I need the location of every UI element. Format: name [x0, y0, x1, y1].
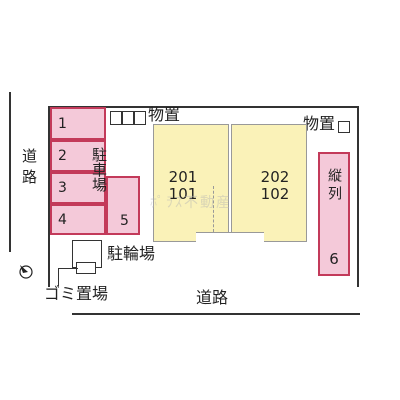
storage-box [134, 111, 146, 125]
bottom-road-label: 道路 [196, 288, 229, 307]
parallel-parking-label: 縦列 [326, 168, 342, 204]
parking-space-4: 4 [50, 204, 106, 235]
unit-201: 201 [168, 168, 198, 186]
building-right-wing [231, 124, 307, 242]
parking-label: 駐車場 [90, 147, 108, 192]
unit-101: 101 [168, 185, 198, 203]
bicycle-parking-label: 駐輪場 [107, 244, 156, 263]
parking-space-number: 1 [58, 115, 67, 132]
unit-102: 102 [260, 185, 290, 203]
parking-space-1: 1 [50, 107, 106, 140]
garbage-area-box [76, 262, 96, 274]
site-boundary [48, 106, 359, 287]
north-compass-icon [14, 260, 38, 284]
stair-divider [213, 186, 229, 232]
building-entrance-notch [196, 232, 264, 245]
garbage-leader-line [58, 268, 78, 269]
parking-space-2: 2 [50, 140, 106, 172]
parking-space-number: 5 [120, 213, 129, 229]
parking-space-number: 6 [329, 250, 339, 268]
parking-space-number: 2 [58, 148, 67, 164]
unit-left-labels: 201 101 [160, 169, 206, 203]
left-road-line [9, 92, 11, 252]
left-road-label: 道路 [20, 148, 38, 190]
garbage-area-label: ゴミ置場 [44, 284, 109, 303]
parking-space-number: 4 [58, 211, 67, 228]
storage-right-label: 物置 [303, 114, 336, 133]
building-left-wing [153, 124, 229, 242]
bottom-road-line [72, 313, 360, 315]
watermark: ﾎﾟﾗｽ不動産 [150, 195, 232, 211]
parking-space-3: 3 [50, 172, 106, 204]
storage-box [338, 121, 350, 133]
garbage-leader-line [58, 268, 59, 286]
unit-202: 202 [260, 168, 290, 186]
parking-space-number: 3 [58, 180, 67, 196]
storage-box [110, 111, 122, 125]
parking-space-6: 縦列 6 [318, 152, 350, 276]
storage-top-label: 物置 [148, 105, 181, 124]
parking-space-5: 5 [106, 176, 140, 235]
storage-box [122, 111, 134, 125]
unit-right-labels: 202 102 [252, 169, 298, 203]
